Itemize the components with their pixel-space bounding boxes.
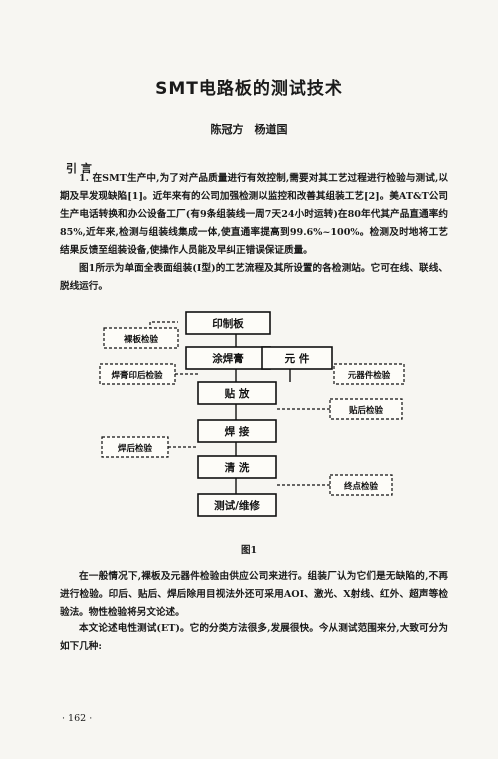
inspection-label: 焊后检验 [118, 443, 153, 454]
inspection-box [329, 474, 393, 496]
inspection-label: 焊膏印后检验 [111, 370, 163, 381]
process-label: 元 件 [285, 352, 310, 365]
process-box [261, 346, 333, 370]
section-heading: 引 言 [66, 162, 92, 175]
process-box [197, 381, 277, 405]
paper-authors: 陈冠方 杨道国 [210, 123, 288, 136]
process-box [197, 455, 277, 479]
inspection-box [101, 436, 169, 458]
process-label: 贴 放 [224, 387, 250, 400]
inspection-label: 裸板检验 [124, 334, 159, 345]
process-box [197, 419, 277, 443]
inspection-label: 终点检验 [343, 481, 379, 492]
inspection-box [103, 327, 179, 349]
process-label: 清 洗 [225, 461, 250, 474]
paragraph-electrical-test: 本文论述电性测试(ET)。它的分类方法很多,发展很快。今从测试范围来分,大致可分… [60, 620, 448, 656]
process-box [197, 493, 277, 517]
paragraph-text: 本文论述电性测试(ET)。它的分类方法很多,发展很快。今从测试范围来分,大致可分… [60, 623, 448, 652]
paragraph-text: 1. 在SMT生产中,为了对产品质量进行有效控制,需要对其工艺过程进行检验与测试… [60, 173, 448, 256]
process-box [185, 311, 271, 335]
process-label: 印制板 [212, 317, 244, 330]
process-label: 焊 接 [225, 425, 250, 438]
paper-title: SMT电路板的测试技术 [155, 79, 343, 99]
inspection-box [99, 363, 176, 385]
paragraph-intro: 1. 在SMT生产中,为了对产品质量进行有效控制,需要对其工艺过程进行检验与测试… [60, 170, 448, 260]
process-label: 涂焊膏 [212, 352, 244, 365]
inspection-label: 贴后检验 [349, 405, 384, 416]
process-label: 测试/维修 [214, 499, 260, 512]
paragraph-figure-reference: 图1所示为单面全表面组装(Ⅰ型)的工艺流程及其所设置的各检测站。它可在线、联线、… [60, 260, 448, 296]
inspection-label: 元器件检验 [348, 370, 391, 381]
figure-caption: 图1 [240, 545, 258, 556]
paragraph-text: 在一般情况下,裸板及元器件检验由供应公司来进行。组装厂认为它们是无缺陷的,不再进… [60, 571, 448, 618]
inspection-box [329, 398, 403, 420]
paragraph-inspection: 在一般情况下,裸板及元器件检验由供应公司来进行。组装厂认为它们是无缺陷的,不再进… [60, 568, 448, 622]
paragraph-text: 图1所示为单面全表面组装(Ⅰ型)的工艺流程及其所设置的各检测站。它可在线、联线、… [60, 263, 448, 292]
page-number: · 162 · [62, 713, 93, 724]
inspection-box [333, 363, 405, 385]
